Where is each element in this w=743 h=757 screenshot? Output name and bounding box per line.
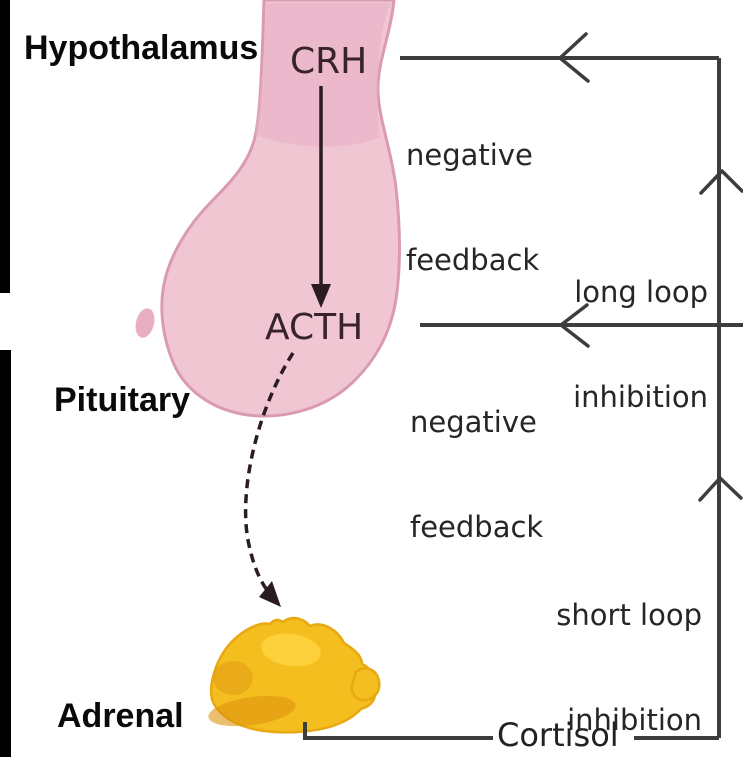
adrenal-shadow-left xyxy=(213,661,253,695)
annotation-line: negative xyxy=(406,138,533,172)
feedback-arrowhead-crh-icon xyxy=(558,32,590,83)
pituitary-label: Pituitary xyxy=(54,381,191,419)
cortisol-line-left xyxy=(303,722,493,740)
acth-label: ACTH xyxy=(265,307,364,348)
annotation-line: long loop xyxy=(574,275,708,309)
hypothalamus-label: Hypothalamus xyxy=(24,29,259,67)
left-border-bar-top xyxy=(0,0,10,293)
gland-stalk-shading xyxy=(254,3,391,147)
annotation-line: inhibition xyxy=(573,380,708,414)
cortisol-label: Cortisol xyxy=(497,716,619,754)
annotation-line: short loop xyxy=(556,598,702,632)
adrenal-highlight xyxy=(261,633,321,667)
annotation-line: feedback xyxy=(406,243,540,277)
adrenal-gland-shape xyxy=(208,616,381,734)
annotation-line: feedback xyxy=(410,510,544,544)
crh-to-acth-arrow xyxy=(311,86,331,308)
negative-feedback-acth-annotation: negative feedback xyxy=(410,335,543,615)
feedback-loop-lines xyxy=(303,32,743,740)
pituitary-gland-shape xyxy=(135,0,402,418)
acth-arrowhead-icon xyxy=(259,581,281,607)
annotation-line: inhibition xyxy=(567,703,702,737)
short-loop-up-chevron-icon xyxy=(698,476,743,502)
annotation-line: negative xyxy=(410,405,537,439)
crh-arrowhead-down-icon xyxy=(311,284,331,308)
negative-feedback-crh-annotation: negative feedback xyxy=(406,68,539,348)
adrenal-shadow xyxy=(208,695,296,727)
left-border-bar-bottom xyxy=(0,350,11,757)
adrenal-right-knob xyxy=(350,667,381,702)
long-loop-inhibition-annotation: long loop inhibition xyxy=(540,205,708,485)
feedback-arrowhead-acth-icon xyxy=(559,303,590,348)
adrenal-label: Adrenal xyxy=(57,697,184,735)
crh-label: CRH xyxy=(290,41,368,82)
short-loop-inhibition-annotation: short loop inhibition xyxy=(520,528,702,757)
gland-fragment xyxy=(135,308,155,338)
long-loop-up-chevron-icon xyxy=(699,169,743,195)
acth-curve-shaft xyxy=(243,352,295,596)
acth-to-adrenal-arrow xyxy=(243,352,295,607)
